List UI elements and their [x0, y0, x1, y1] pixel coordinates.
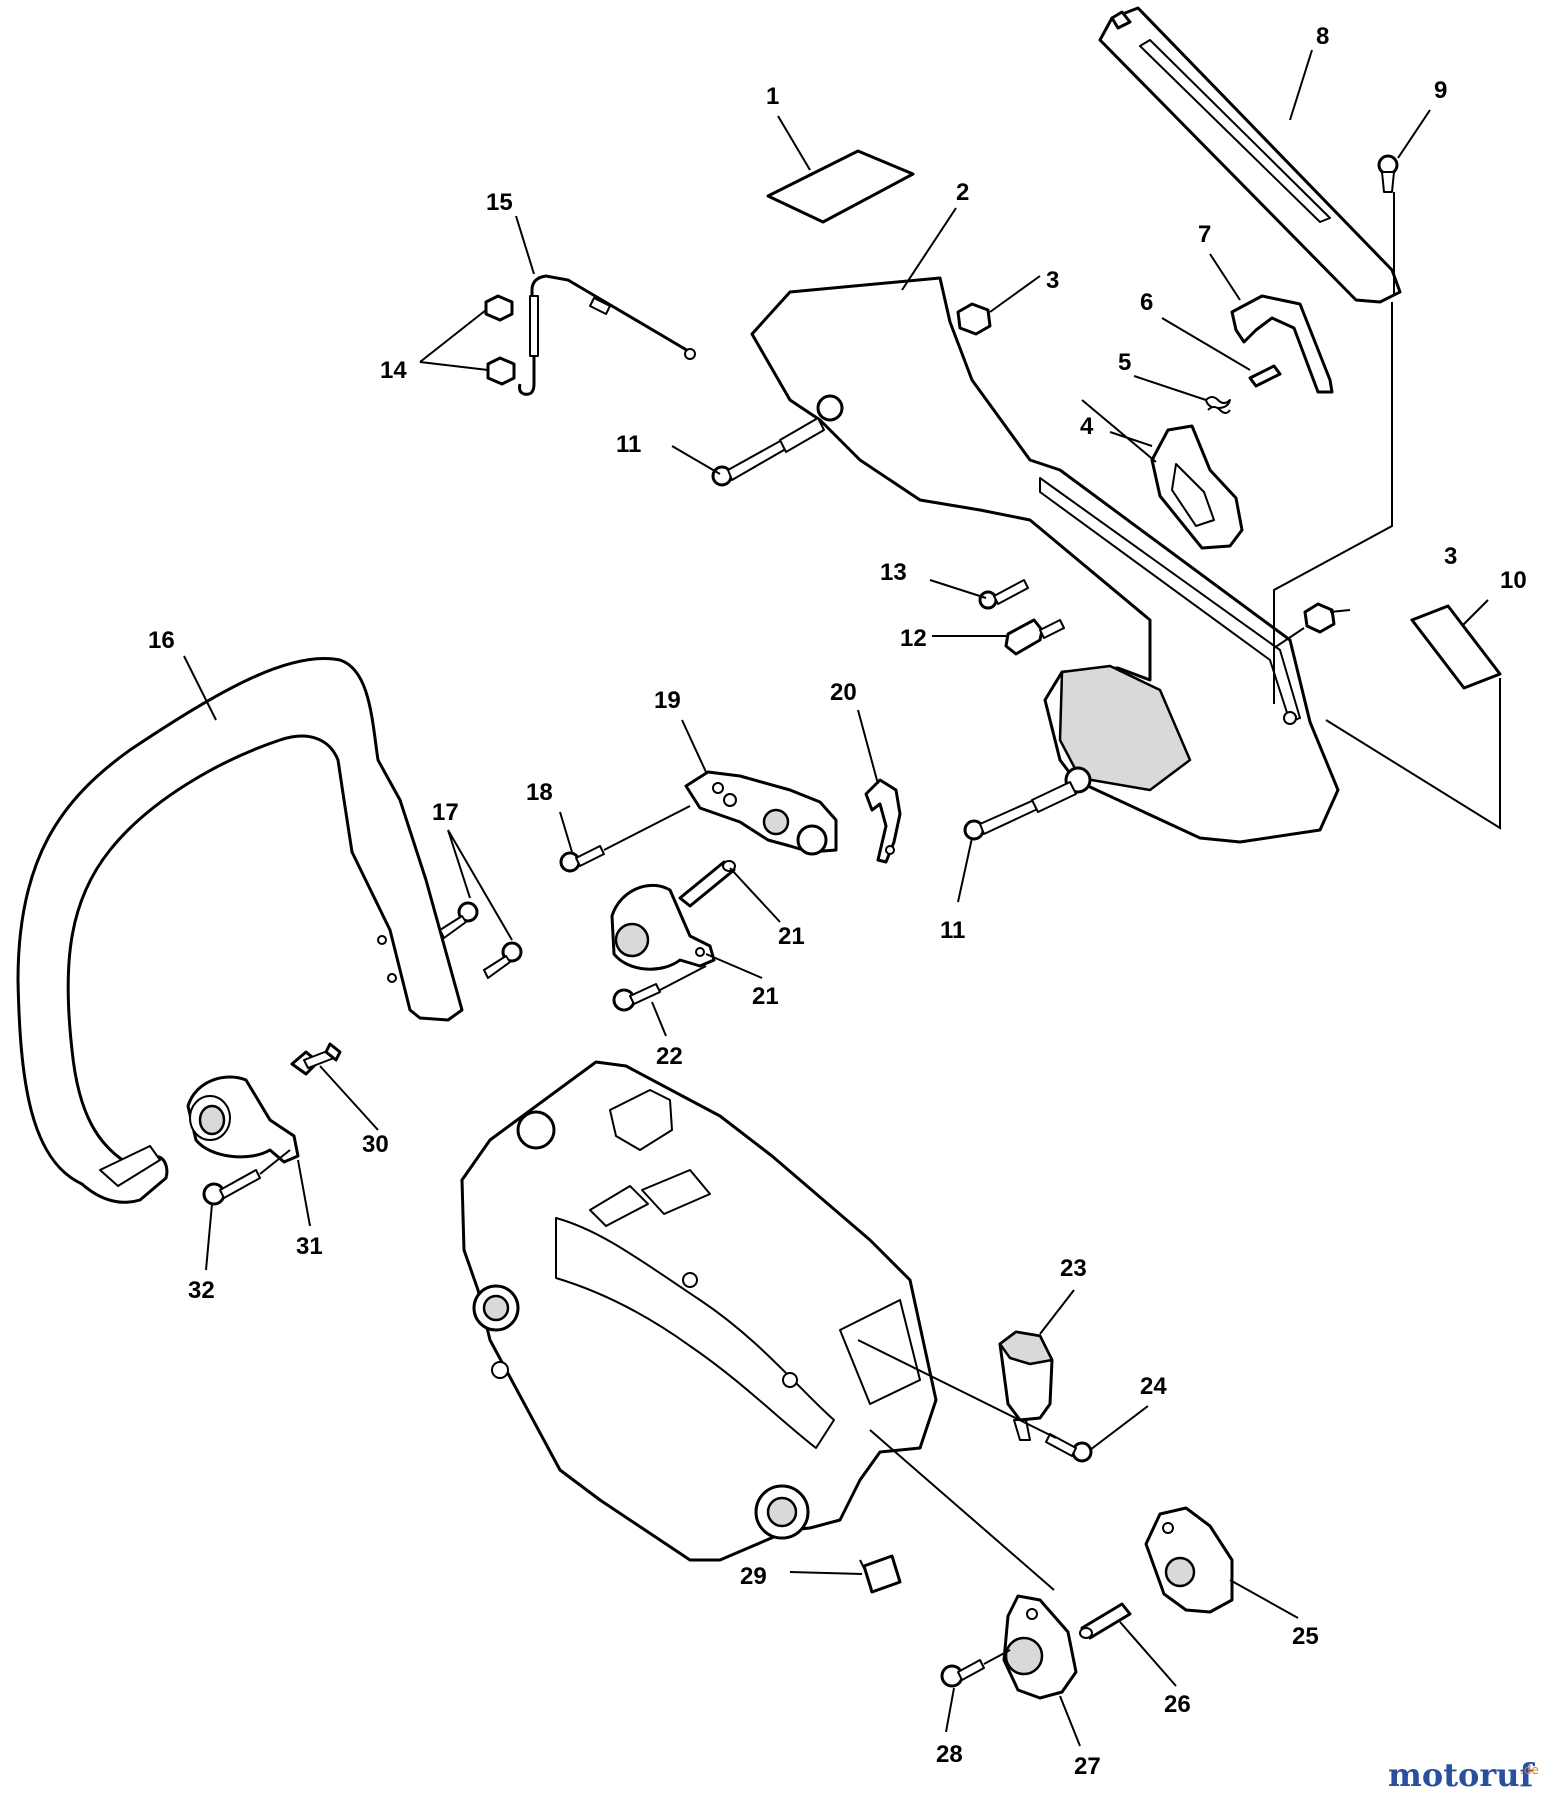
- callout-24: 23: [1060, 1255, 1087, 1282]
- callout-11-upper: 11: [616, 431, 641, 458]
- callout-15: 15: [486, 189, 513, 216]
- part-10-label: [1410, 604, 1502, 690]
- callout-27: 27: [1074, 1753, 1101, 1780]
- part-9-screw: [1377, 154, 1399, 193]
- part-3-nut-lower: [1303, 602, 1336, 634]
- crankcase-body: [460, 1060, 938, 1562]
- part-7-throttle-lever: [1230, 294, 1334, 394]
- callout-9: 9: [1434, 77, 1447, 104]
- callout-16: 16: [148, 627, 175, 654]
- callout-23: 22: [656, 1043, 683, 1070]
- part-2-rear-handle: [750, 276, 1340, 844]
- callout-4: 4: [1080, 413, 1094, 440]
- callout-2: 2: [956, 179, 969, 206]
- callout-1: 1: [766, 83, 779, 110]
- part-1-label: [766, 149, 915, 224]
- callout-5: 5: [1118, 349, 1131, 376]
- part-23-screw: [612, 983, 661, 1012]
- part-21-sleeve-lower: [1079, 1602, 1132, 1640]
- watermark-brand: motoruf: [1388, 1756, 1535, 1794]
- callout-11-lower: 11: [940, 917, 965, 944]
- callout-25: 24: [1140, 1373, 1167, 1400]
- part-19-bracket: [684, 770, 838, 856]
- watermark-suffix: .de: [1520, 1763, 1539, 1777]
- callout-13: 13: [880, 559, 907, 586]
- callout-26: 25: [1292, 1623, 1319, 1650]
- part-11-bolt-upper: [711, 417, 825, 487]
- part-21-sleeve-upper: [678, 860, 736, 908]
- callout-31: 31: [296, 1233, 323, 1260]
- part-3-nut-upper: [956, 302, 992, 336]
- svg-text:motoruf: motoruf: [1388, 1756, 1535, 1794]
- part-8-handle-cover: [1098, 6, 1402, 304]
- part-20-clip: [864, 778, 902, 864]
- callout-7: 7: [1198, 221, 1211, 248]
- callout-6: 6: [1140, 289, 1153, 316]
- callout-3-lower: 3: [1444, 543, 1457, 570]
- callout-29: 29: [740, 1563, 767, 1590]
- callout-28: 28: [936, 1741, 963, 1768]
- part-17-screws: [439, 901, 523, 979]
- callout-20: 20: [830, 679, 857, 706]
- part-24-damper-block: [998, 1330, 1054, 1441]
- part-18-screw: [559, 845, 605, 873]
- callout-8: 8: [1316, 23, 1329, 50]
- part-16-front-handle: [16, 657, 464, 1204]
- part-15-throttle-cable: [518, 274, 696, 396]
- part-25-screw: [1045, 1433, 1093, 1463]
- watermark: motoruf .de: [1388, 1756, 1539, 1794]
- part-26-damper: [1144, 1506, 1234, 1614]
- part-32-screw: [202, 1169, 261, 1206]
- part-22-damper: [610, 883, 716, 971]
- callout-10: 10: [1500, 567, 1527, 594]
- part-30-bolt: [290, 1042, 342, 1076]
- callout-21-lower: 26: [1164, 1691, 1191, 1718]
- part-12-bushing: [1004, 618, 1065, 656]
- part-14-nuts: [484, 294, 516, 386]
- part-31-damper: [186, 1075, 300, 1164]
- callout-labels: 1 2 3 3 4 5 6 7 8 9 10 11 11 12 13 14 15…: [148, 23, 1527, 1780]
- part-27-damper: [1002, 1594, 1078, 1700]
- callout-32: 32: [188, 1277, 215, 1304]
- part-11-bolt-lower: [963, 781, 1077, 841]
- callout-leaders: [183, 49, 1489, 1747]
- part-28-screw: [940, 1659, 985, 1688]
- part-5-spring: [1205, 396, 1231, 414]
- part-13-screw: [978, 579, 1029, 610]
- part-6-pin: [1248, 364, 1282, 388]
- part-29-label: [862, 1554, 902, 1594]
- callout-18: 18: [526, 779, 553, 806]
- assembly-lines: [259, 192, 1501, 1665]
- callout-17: 17: [432, 799, 459, 826]
- callout-22: 21: [752, 983, 779, 1010]
- callout-3-upper: 3: [1046, 267, 1059, 294]
- part-4-throttle-lock: [1150, 424, 1244, 550]
- callout-21-upper: 21: [778, 923, 805, 950]
- callout-14: 14: [380, 357, 407, 384]
- callout-19: 19: [654, 687, 681, 714]
- callout-12: 12: [900, 625, 927, 652]
- callout-30: 30: [362, 1131, 389, 1158]
